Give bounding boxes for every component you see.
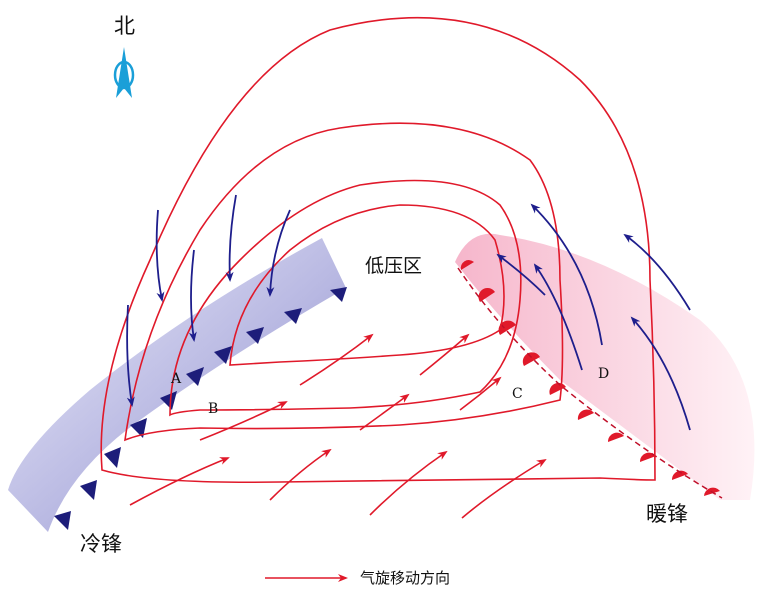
- wind-arrow: [496, 253, 546, 296]
- warm-front-semicircle: [671, 470, 688, 480]
- north-label: 北: [114, 14, 135, 38]
- cold-front-tooth: [246, 327, 264, 344]
- cold-front-tooth: [284, 308, 302, 324]
- warm-front-semicircle: [607, 432, 624, 442]
- point-c-label: C: [512, 386, 523, 402]
- cold-front-tooth: [104, 447, 121, 468]
- wind-arrow: [630, 316, 691, 431]
- isobars: [100, 16, 656, 484]
- wind-arrow: [266, 209, 291, 297]
- cold-front: [8, 238, 347, 532]
- wind-arrow: [188, 249, 197, 342]
- cold-front-tooth: [330, 287, 347, 302]
- wind-arrow: [155, 209, 165, 302]
- movement-arrow: [459, 376, 502, 411]
- point-a-label: A: [170, 371, 182, 387]
- warm-front-semicircle: [639, 452, 656, 462]
- isobar-inner: [169, 179, 522, 417]
- warm-front-label: 暖锋: [646, 502, 688, 526]
- wind-arrow: [533, 263, 583, 371]
- movement-arrow: [129, 457, 230, 506]
- warm-front-semicircle: [478, 287, 495, 302]
- north-arrow-icon: [113, 47, 135, 98]
- movement-arrows: [129, 333, 547, 519]
- cold-front-tooth: [54, 511, 71, 530]
- warm-front-semicircles: [460, 260, 720, 496]
- warm-front-semicircle: [549, 382, 566, 395]
- cold-front-tooth: [186, 367, 204, 386]
- wind-arrow: [623, 233, 691, 311]
- movement-arrow: [461, 458, 547, 519]
- isobar-innermost: [229, 204, 505, 366]
- cold-front-tooth: [130, 418, 147, 438]
- cold-front-label: 冷锋: [80, 532, 122, 556]
- warm-front-semicircle: [460, 260, 474, 270]
- movement-arrow: [419, 333, 470, 376]
- cold-front-tooth: [80, 480, 97, 500]
- movement-arrow: [269, 448, 332, 501]
- warm-front-band: [455, 233, 755, 500]
- isobar-middle: [124, 122, 564, 442]
- cold-front-teeth: [54, 287, 347, 530]
- cold-front-tooth: [214, 346, 232, 364]
- wind-arrow: [225, 194, 237, 282]
- warm-front: [455, 233, 755, 500]
- point-b-label: B: [208, 401, 218, 417]
- legend-label: 气旋移动方向: [360, 569, 450, 587]
- cold-front-band: [8, 238, 346, 532]
- low-pressure-label: 低压区: [365, 255, 422, 277]
- isobar-outer: [100, 16, 656, 484]
- warm-front-line: [457, 267, 723, 499]
- movement-arrow: [369, 450, 448, 516]
- wind-arrow: [530, 203, 603, 346]
- legend: 气旋移动方向: [265, 569, 450, 587]
- warm-front-semicircle: [577, 409, 594, 420]
- warm-front-semicircle: [498, 320, 516, 335]
- wind-arrows: [126, 194, 691, 431]
- warm-front-semicircle: [522, 352, 540, 366]
- movement-arrow: [299, 333, 374, 386]
- movement-arrow: [359, 393, 410, 431]
- compass: 北: [113, 14, 135, 98]
- movement-arrow: [199, 401, 288, 441]
- wind-arrow: [126, 304, 135, 407]
- cold-front-tooth: [160, 391, 177, 410]
- point-d-label: D: [598, 366, 609, 382]
